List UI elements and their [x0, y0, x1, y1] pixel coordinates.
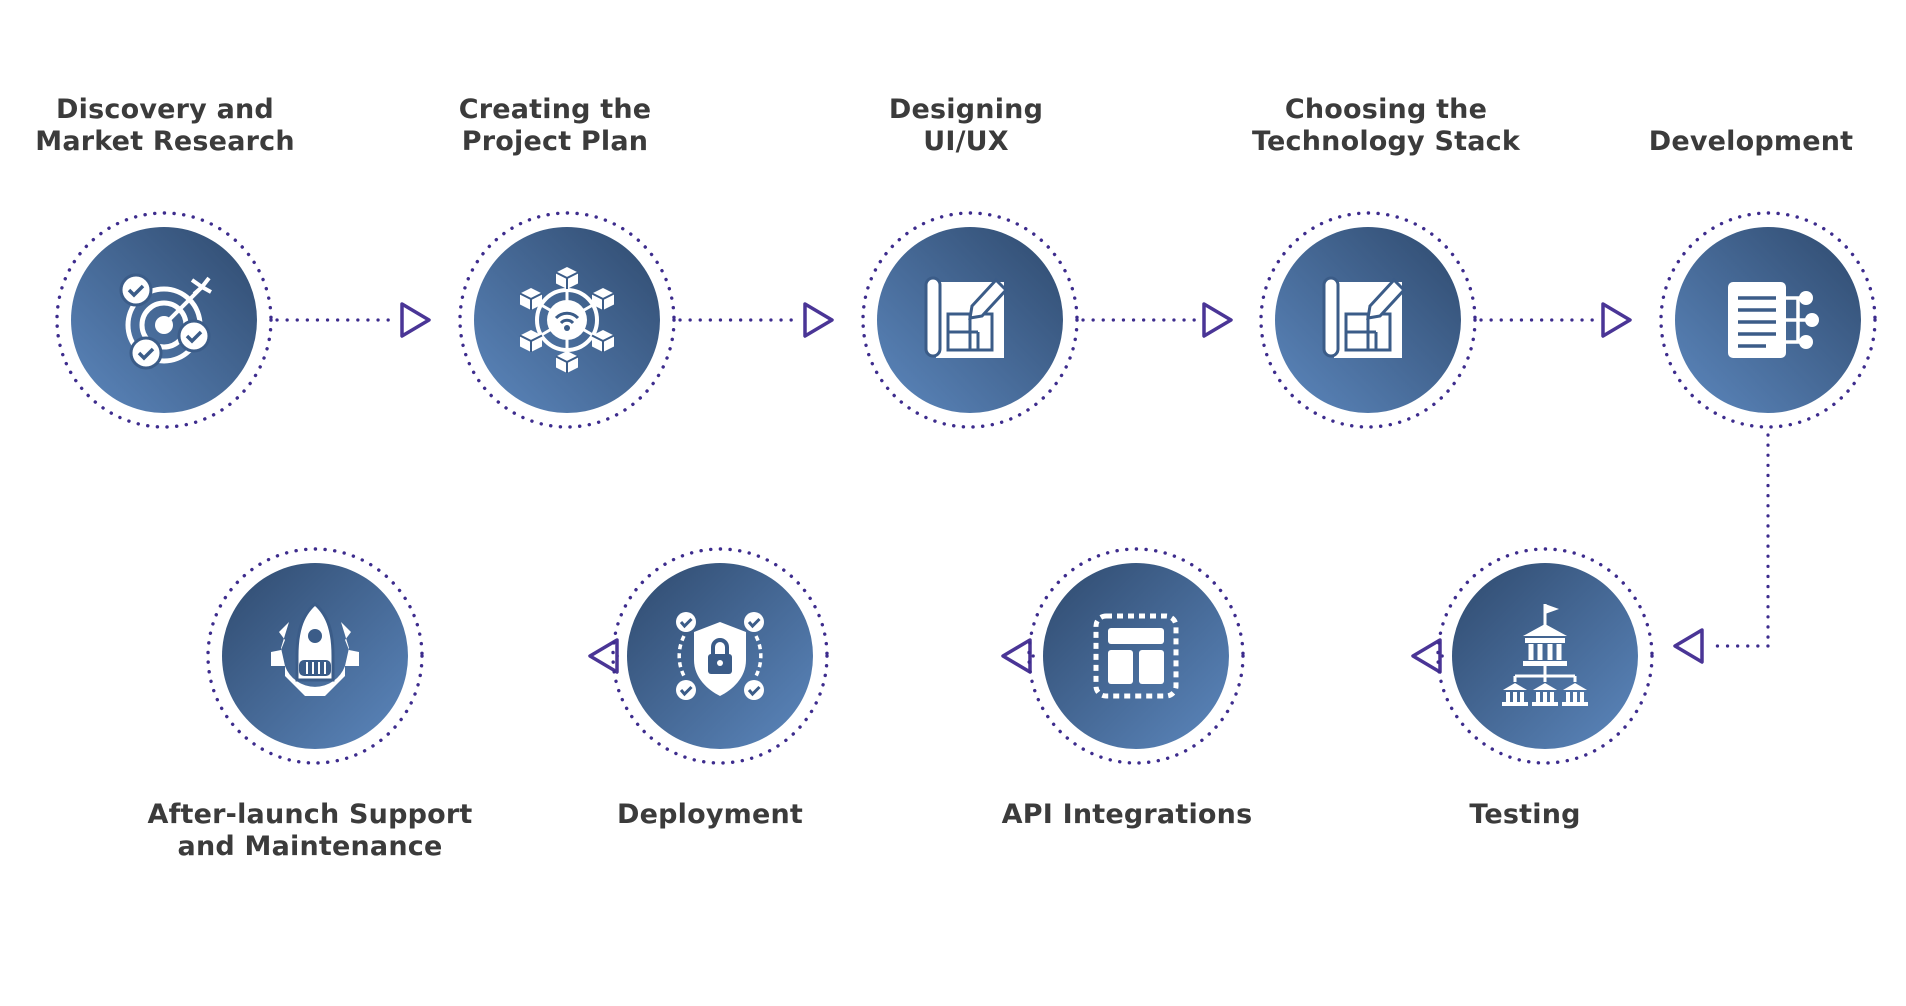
dotted-ring	[1027, 547, 1245, 765]
step-label-support: After-launch Support and Maintenance	[145, 799, 475, 863]
step-label-line: and Maintenance	[177, 831, 443, 862]
step-label-line: Project Plan	[461, 126, 649, 157]
step-circle	[1043, 563, 1229, 749]
dotted-ring	[611, 547, 829, 765]
institution-hierarchy-icon	[1502, 604, 1588, 706]
step-node	[1027, 547, 1245, 765]
dotted-ring	[1259, 211, 1477, 429]
step-label-line: Deployment	[616, 799, 804, 830]
shield-lock-icon	[676, 612, 764, 700]
arrow-left-icon	[1001, 638, 1032, 674]
step-label-development: Development	[1586, 126, 1906, 158]
arrow-left-icon	[1673, 628, 1704, 664]
step-label-discovery: Discovery and Market Research	[0, 94, 330, 158]
layout-grid-icon	[1093, 613, 1179, 699]
step-label-line: Discovery and	[56, 94, 274, 125]
blueprint-pencil-icon	[1322, 276, 1407, 358]
blueprint-pencil-icon	[924, 276, 1009, 358]
dotted-ring	[55, 211, 273, 429]
step-node	[1659, 211, 1877, 429]
arrow-left-icon	[588, 638, 619, 674]
step-label-line: Creating the	[458, 94, 652, 125]
step-node	[206, 547, 424, 765]
rocket-gear-icon	[271, 602, 359, 696]
arrow-left-icon	[1411, 638, 1442, 674]
step-label-tech-stack: Choosing the Technology Stack	[1221, 94, 1551, 158]
step-label-testing: Testing	[1360, 799, 1690, 831]
step-label-project-plan: Creating the Project Plan	[390, 94, 720, 158]
step-label-line: Development	[1648, 126, 1854, 157]
step-label-deployment: Deployment	[545, 799, 875, 831]
step-label-line: Designing	[888, 94, 1044, 125]
step-label-line: After-launch Support	[147, 799, 473, 830]
step-label-line: Choosing the	[1284, 94, 1488, 125]
target-check-icon	[119, 273, 212, 370]
step-label-line: UI/UX	[923, 126, 1009, 157]
document-nodes-icon	[1728, 282, 1819, 358]
arrow-right-icon	[803, 302, 834, 338]
step-node	[55, 211, 273, 429]
step-node	[1436, 547, 1654, 765]
step-label-api: API Integrations	[962, 799, 1292, 831]
step-label-line: Testing	[1469, 799, 1581, 830]
arrow-right-icon	[1601, 302, 1632, 338]
step-label-line: Technology Stack	[1251, 126, 1520, 157]
step-label-line: API Integrations	[1001, 799, 1253, 830]
step-node	[458, 211, 676, 429]
dotted-ring	[206, 547, 424, 765]
step-node	[1259, 211, 1477, 429]
dotted-ring	[1436, 547, 1654, 765]
step-label-designing: Designing UI/UX	[801, 94, 1131, 158]
dotted-ring	[861, 211, 1079, 429]
network-hexagon-icon	[519, 267, 615, 373]
arrow-right-icon	[1202, 302, 1233, 338]
step-circle	[1452, 563, 1638, 749]
step-node	[861, 211, 1079, 429]
step-node	[611, 547, 829, 765]
arrow-right-icon	[400, 302, 431, 338]
dotted-ring	[1659, 211, 1877, 429]
dotted-ring	[458, 211, 676, 429]
step-label-line: Market Research	[35, 126, 295, 157]
